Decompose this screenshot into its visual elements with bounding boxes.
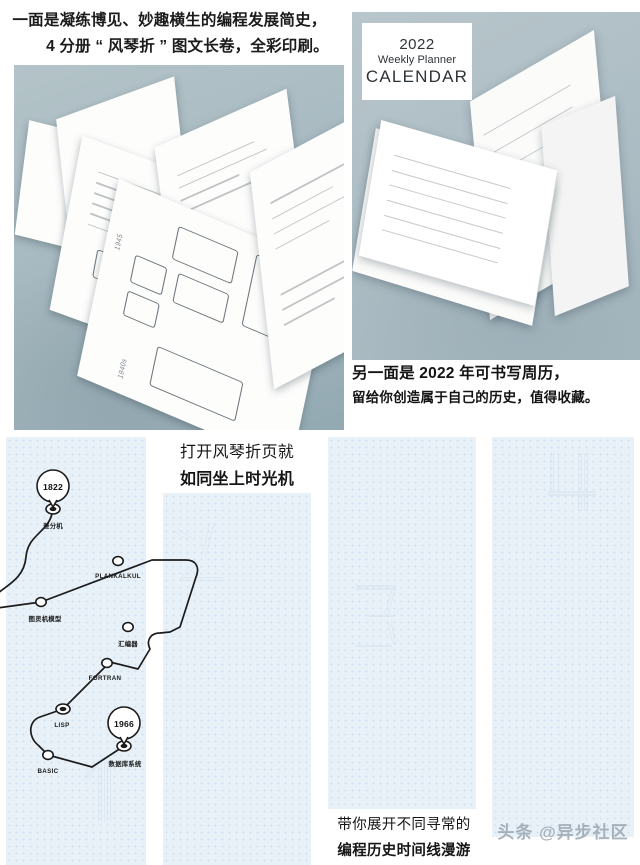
accordion-book-photo: 1945 1940s bbox=[14, 65, 344, 430]
year-badge-1822: 1822 bbox=[43, 482, 63, 492]
big-number-1-watermark bbox=[80, 755, 132, 821]
node-label-turing-machine: 图灵机模型 bbox=[28, 616, 62, 623]
planner-page-back bbox=[541, 95, 629, 317]
node-label-plankalkul: PLANKALKUL bbox=[95, 573, 141, 580]
panel-2-caption: 打开风琴折页就 如同坐上时光机 bbox=[163, 437, 311, 493]
calendar-year: 2022 bbox=[399, 36, 435, 53]
year-badge-1966: 1966 bbox=[114, 719, 134, 729]
weekly-planner-photo: 2022 Weekly Planner CALENDAR bbox=[352, 12, 640, 360]
calendar-title: CALENDAR bbox=[365, 67, 469, 86]
keyboard-illustration bbox=[149, 345, 244, 422]
node-label-assembler: 汇编器 bbox=[118, 641, 138, 648]
calendar-cover-card: 2022 Weekly Planner CALENDAR bbox=[362, 23, 472, 100]
timeline-panel-3 bbox=[328, 437, 476, 809]
page-headline: 一面是凝练博见、妙趣横生的编程发展简史， 4 分册 “ 风琴折 ” 图文长卷，全… bbox=[0, 8, 345, 58]
big-number-3-watermark bbox=[350, 583, 408, 653]
panel-3-caption: 带你展开不同寻常的 编程历史时间线漫游 bbox=[328, 809, 480, 865]
diagram-box bbox=[122, 289, 161, 330]
big-number-2-watermark bbox=[173, 519, 235, 583]
year-marker-1940s: 1940s bbox=[117, 357, 129, 380]
panel-3-caption-line-2: 编程历史时间线漫游 bbox=[337, 843, 471, 859]
node-label-fortran: FORTRAN bbox=[88, 675, 122, 682]
panel-2-caption-line-1: 打开风琴折页就 bbox=[179, 444, 295, 461]
source-watermark: 头条 @异步社区 bbox=[497, 823, 629, 842]
panel-3-caption-line-1: 带你展开不同寻常的 bbox=[337, 817, 471, 833]
headline-line-1: 一面是凝练博见、妙趣横生的编程发展简史， bbox=[12, 12, 327, 29]
timeline-panel-2 bbox=[163, 493, 311, 865]
timeline-strip: 差分机 1822 图灵机模型 PLANKALKUL 汇编器 FORTRAN LI… bbox=[0, 437, 640, 865]
node-label-lisp: LISP bbox=[54, 722, 70, 729]
diagram-box bbox=[129, 254, 168, 296]
right-caption-line-2: 留给你创造属于自己的历史，值得收藏。 bbox=[352, 390, 599, 405]
node-label-basic: BASIC bbox=[37, 768, 59, 775]
calendar-subtitle: Weekly Planner bbox=[377, 54, 457, 66]
right-caption-line-1: 另一面是 2022 年可书写周历， bbox=[352, 365, 569, 382]
node-label-database: 数据库系统 bbox=[108, 761, 142, 768]
panel-2-caption-line-2: 如同坐上时光机 bbox=[179, 471, 295, 488]
timeline-panel-4 bbox=[492, 437, 634, 837]
timeline-panel-1 bbox=[6, 437, 146, 865]
big-number-4-watermark bbox=[544, 453, 606, 513]
headline-line-2: 4 分册 “ 风琴折 ” 图文长卷，全彩印刷。 bbox=[46, 38, 329, 55]
year-marker-1945: 1945 bbox=[114, 232, 125, 252]
node-label-chafenji: 差分机 bbox=[43, 523, 63, 530]
right-caption: 另一面是 2022 年可书写周历， 留给你创造属于自己的历史，值得收藏。 bbox=[352, 362, 640, 424]
